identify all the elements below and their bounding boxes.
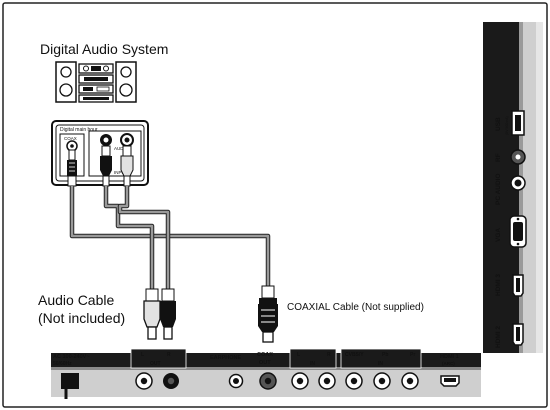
power-label: AC 100-240V~ xyxy=(53,354,90,360)
in2-label: IN xyxy=(378,361,383,367)
stereo-system-icon xyxy=(55,61,137,103)
tv-side-panel: USB (5V 500mA) RF PC AUDIO VGA HDMI 3 HD… xyxy=(483,22,543,353)
side-hdmi2-label: HDMI 2 xyxy=(495,326,502,348)
out-label: OUT xyxy=(150,361,161,367)
pr-label: Pr xyxy=(410,352,415,358)
side-vga-label: VGA xyxy=(495,228,502,242)
coaxial-cable-plug xyxy=(258,285,278,343)
earphone-label: EARPHONE xyxy=(210,355,242,361)
receiver-coax-label: COAX xyxy=(64,136,77,141)
tv-bottom-panel: AC 100-240V~ 50/60Hz L R OUT EARPHONE CO… xyxy=(51,348,481,399)
coax-out-label: COAX xyxy=(257,352,273,358)
hdmi1-arc-label: (ARC) xyxy=(442,361,455,366)
hdmi1-label: HDMI 1 xyxy=(440,354,459,360)
cvbs-label: CVBS/Y xyxy=(345,352,364,358)
receiver-panel-title: Digital main hour xyxy=(60,127,98,133)
out-l-label: L xyxy=(141,352,144,358)
cables xyxy=(69,186,271,289)
side-pc-audio-label: PC AUDIO xyxy=(495,173,502,205)
side-hdmi3-label: HDMI 3 xyxy=(495,274,502,296)
receiver-back-panel: Digital main hour COAX AUDIO INPUT xyxy=(51,120,149,186)
in1-r-label: R xyxy=(327,352,331,358)
out-r-label: R xyxy=(167,352,171,358)
power-socket-icon xyxy=(61,373,79,389)
side-rf-label: RF xyxy=(495,153,502,162)
audio-cable-plugs xyxy=(143,288,176,340)
side-usb-sub: (5V 500mA) xyxy=(505,116,509,135)
pb-label: Pb xyxy=(382,352,388,358)
side-usb-label: USB xyxy=(495,117,502,131)
coaxial-cable-label: COAXIAL Cable (Not supplied) xyxy=(287,302,424,313)
audio-cable-label: Audio Cable xyxy=(38,292,114,308)
receiver-audio-label: AUDIO xyxy=(114,146,129,151)
receiver-plugs xyxy=(67,145,134,187)
system-title: Digital Audio System xyxy=(40,41,168,57)
in1-l-label: L xyxy=(297,352,300,358)
coax-out-label-2: OUT xyxy=(259,360,271,366)
audio-cable-note: (Not included) xyxy=(38,310,125,326)
power-freq-label: 50/60Hz xyxy=(53,361,72,367)
in1-label: IN xyxy=(310,361,315,367)
receiver-input-label: INPUT xyxy=(114,170,128,175)
